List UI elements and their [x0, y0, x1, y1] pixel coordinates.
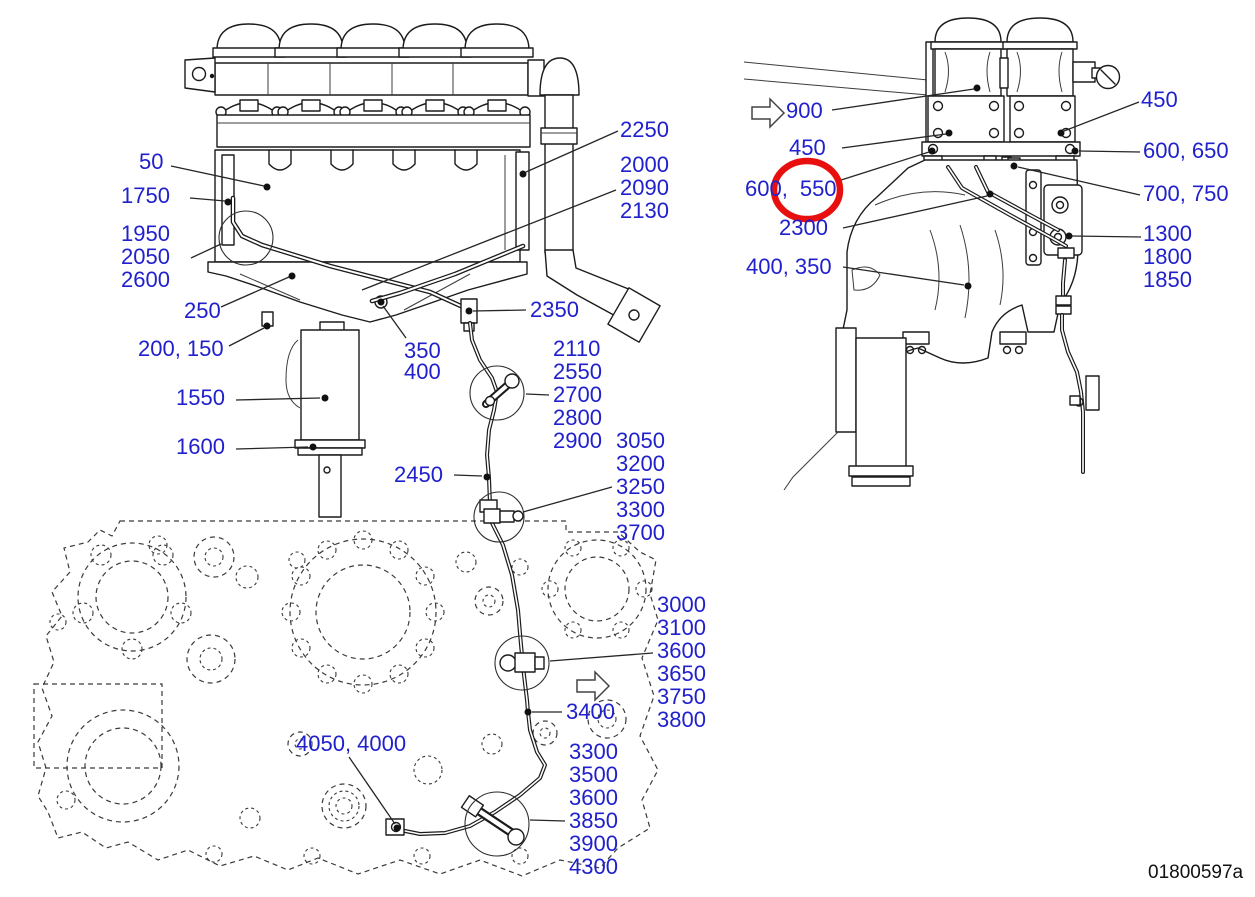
part-label-3400: 3400 — [566, 699, 615, 724]
part-label-2130: 2130 — [620, 198, 669, 223]
filter-fuel-pipes — [946, 165, 1100, 474]
part-label-2090: 2090 — [620, 175, 669, 200]
part-label-3600: 3600 — [657, 638, 706, 663]
part-label-200-150: 200, 150 — [138, 336, 224, 361]
timing-case-outline — [33, 520, 659, 877]
part-label-1600: 1600 — [176, 434, 225, 459]
part-label-3100: 3100 — [657, 615, 706, 640]
leader-lines — [170, 84, 1142, 832]
intake-pipe — [783, 327, 914, 491]
part-label-1300: 1300 — [1143, 221, 1192, 246]
part-label-2900: 2900 — [553, 428, 602, 453]
detail-circle-banjo-upper — [469, 365, 525, 421]
figure-code: 01800597a — [1148, 862, 1244, 883]
part-label-4300: 4300 — [569, 854, 618, 879]
highlight-circle — [770, 157, 844, 223]
part-label-3850: 3850 — [569, 808, 618, 833]
part-label-1550: 1550 — [176, 385, 225, 410]
fuel-filter-canisters — [930, 17, 1078, 97]
part-label-2700: 2700 — [553, 382, 602, 407]
part-label-3700: 3700 — [616, 520, 665, 545]
part-label-700-750: 700, 750 — [1143, 181, 1229, 206]
part-label-3800: 3800 — [657, 707, 706, 732]
part-label-400: 400 — [404, 359, 441, 384]
part-label-600: 600, — [745, 176, 788, 201]
part-label-group-600-550: 600, 550 — [745, 177, 837, 200]
part-label-250: 250 — [184, 298, 221, 323]
part-label-3500: 3500 — [569, 762, 618, 787]
part-label-2550: 2550 — [553, 359, 602, 384]
part-label-3750: 3750 — [657, 684, 706, 709]
part-label-450-left: 450 — [789, 135, 826, 160]
part-label-3650: 3650 — [657, 661, 706, 686]
part-label-2000: 2000 — [620, 152, 669, 177]
part-label-3250: 3250 — [616, 474, 665, 499]
part-label-2350: 2350 — [530, 297, 579, 322]
part-label-550-highlighted: 550 — [799, 176, 837, 201]
detail-circle-union-top — [473, 491, 525, 543]
part-label-2600: 2600 — [121, 267, 170, 292]
part-label-2300: 2300 — [779, 215, 828, 240]
part-label-3050: 3050 — [616, 428, 665, 453]
part-label-1850: 1850 — [1143, 267, 1192, 292]
part-label-2250: 2250 — [620, 117, 669, 142]
part-label-50: 50 — [139, 149, 164, 174]
part-label-3300-lower: 3300 — [569, 739, 618, 764]
part-label-3000: 3000 — [657, 592, 706, 617]
part-label-2110: 2110 — [553, 336, 601, 361]
part-label-350: 350 — [404, 338, 441, 363]
detail-circle-banjo-lower — [464, 791, 530, 857]
flow-arrow-icon — [751, 97, 786, 129]
part-label-450-right: 450 — [1141, 87, 1178, 112]
part-label-4050-4000: 4050, 4000 — [296, 731, 407, 756]
fuel-line — [385, 321, 547, 846]
detail-circle-elbow — [218, 210, 274, 266]
exhaust-elbow — [539, 57, 661, 343]
cylinder-head-caps — [212, 23, 534, 58]
hand-primer-pump — [1072, 61, 1121, 90]
part-label-2050: 2050 — [121, 244, 170, 269]
part-label-3300: 3300 — [616, 497, 665, 522]
part-label-2450: 2450 — [394, 462, 443, 487]
flow-arrow-icon — [576, 670, 611, 702]
part-label-1950: 1950 — [121, 221, 170, 246]
part-label-3900: 3900 — [569, 831, 618, 856]
part-label-1800: 1800 — [1143, 244, 1192, 269]
part-label-900: 900 — [786, 98, 823, 123]
part-label-400-350: 400, 350 — [746, 254, 832, 279]
oil-filter — [285, 321, 366, 518]
detail-circle-union-mid — [494, 635, 550, 691]
left-engine-view — [184, 23, 661, 857]
part-label-1750: 1750 — [121, 183, 170, 208]
right-filter-view — [743, 17, 1121, 491]
part-label-2800: 2800 — [553, 405, 602, 430]
part-label-3200: 3200 — [616, 451, 665, 476]
part-label-600-650: 600, 650 — [1143, 138, 1229, 163]
part-label-3600-lower: 3600 — [569, 785, 618, 810]
